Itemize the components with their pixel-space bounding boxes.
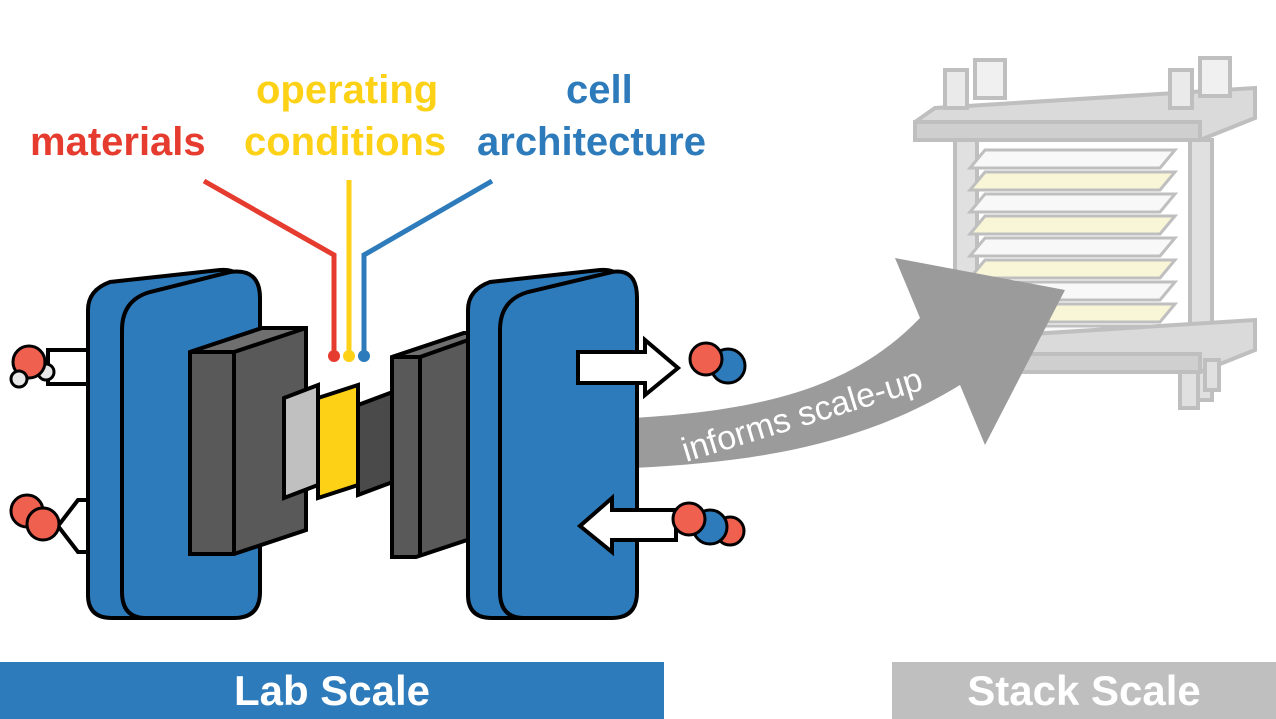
left-flow-field	[188, 326, 308, 556]
architecture-leader	[361, 178, 494, 355]
stack-scale-label: Stack Scale	[967, 666, 1201, 714]
materials-label: materials	[30, 120, 206, 164]
molecule-icon	[688, 341, 747, 385]
molecule-icon	[9, 493, 61, 542]
molecule-icon	[671, 501, 746, 547]
inlet-arrow-icon	[576, 493, 678, 557]
molecule-icon	[9, 344, 56, 389]
operating-label: operating	[256, 68, 439, 112]
right-endplate	[466, 267, 639, 620]
lab-scale-label: Lab Scale	[233, 666, 431, 714]
cell-label: cell	[566, 68, 633, 112]
gas-diffusion-layer	[282, 382, 320, 501]
leader-lines	[202, 178, 494, 362]
materials-leader	[202, 178, 337, 355]
architecture-label: architecture	[477, 120, 706, 164]
scale-up-arrow-icon	[632, 258, 1065, 468]
stack-scale-banner: Stack Scale	[892, 662, 1276, 719]
outlet-arrow-icon	[576, 335, 682, 400]
conditions-label: conditions	[244, 120, 447, 164]
lab-scale-banner: Lab Scale	[0, 662, 664, 719]
membrane-layer	[316, 382, 360, 501]
